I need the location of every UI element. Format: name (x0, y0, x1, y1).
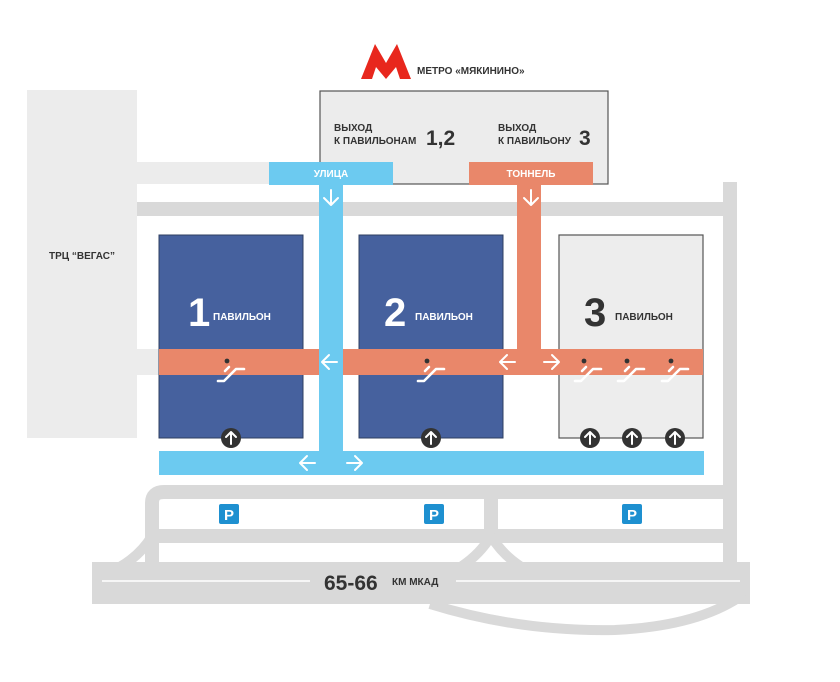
exit-3-number: 3 (579, 127, 591, 150)
direction-arrow-icon (523, 189, 539, 206)
pavilion-1-building (158, 234, 304, 439)
metro-m-logo-icon (361, 44, 411, 79)
direction-arrow-icon (321, 354, 338, 370)
street-label-box (269, 162, 393, 185)
direction-arrows (299, 189, 560, 471)
parking-icon: P (219, 504, 239, 524)
pavilion-2-number: 2 (384, 291, 406, 335)
mall-area (27, 90, 137, 438)
tunnel-label: ТОННЕЛЬ (507, 169, 556, 180)
pavilion-1-label: ПАВИЛЬОН (213, 312, 271, 323)
exit-3-line2: К ПАВИЛЬОНУ (498, 136, 572, 147)
tunnel-label-box (469, 162, 593, 185)
pavilion-1: 1 ПАВИЛЬОН (158, 234, 304, 439)
metro-label: МЕТРО «МЯКИНИНО» (417, 66, 525, 77)
tunnel-horizontal (159, 349, 703, 375)
entrance-arrow-icon (421, 428, 441, 448)
street-route: УЛИЦА (159, 162, 704, 475)
direction-arrow-icon (543, 354, 560, 370)
pavilion-2: 2 ПАВИЛЬОН (358, 234, 504, 439)
street-label: УЛИЦА (314, 169, 349, 180)
highway-mkad: 65-66 КМ МКАД (92, 562, 750, 636)
mall-connector (137, 349, 159, 375)
pavilion-1-number: 1 (188, 291, 210, 335)
parking-letter: P (627, 507, 637, 524)
pavilion-3: 3 ПАВИЛЬОН (558, 234, 704, 439)
street-horizontal (159, 451, 704, 475)
direction-arrow-icon (299, 455, 316, 471)
tunnel-vertical (517, 185, 541, 350)
highway-suffix: КМ МКАД (392, 577, 438, 588)
escalator-icon (216, 358, 246, 383)
parking-road-upper (145, 485, 736, 562)
entrance-arrow-icon (665, 428, 685, 448)
parking-roads (115, 485, 736, 573)
entrance-arrow-icon (221, 428, 241, 448)
parking-letter: P (429, 507, 439, 524)
exit-12-line2: К ПАВИЛЬОНАМ (334, 136, 416, 147)
highway-loop (428, 589, 747, 636)
pavilion-2-building (358, 234, 504, 439)
direction-arrow-icon (323, 189, 339, 206)
exit-12-number: 1,2 (426, 127, 455, 150)
pavilion-3-building (558, 234, 704, 439)
pavilion-2-label: ПАВИЛЬОН (415, 312, 473, 323)
escalator-icon (416, 358, 446, 383)
parking-letter: P (224, 507, 234, 524)
entrance-arrow-icon (580, 428, 600, 448)
entrances (221, 428, 685, 448)
escalators (216, 358, 690, 383)
pavilion-3-label: ПАВИЛЬОН (615, 312, 673, 323)
pavilion-3-number: 3 (584, 291, 606, 335)
escalator-icon (573, 358, 603, 383)
direction-arrow-icon (346, 455, 363, 471)
mall-vegas: ТРЦ “ВЕГАС” (27, 90, 137, 438)
exit-12-line1: ВЫХОД (334, 123, 372, 134)
metro-sign: МЕТРО «МЯКИНИНО» (361, 44, 525, 79)
direction-arrow-icon (499, 354, 516, 370)
mall-label: ТРЦ “ВЕГАС” (49, 251, 115, 262)
parking-signs: P P P (219, 504, 642, 524)
tunnel-route: ТОННЕЛЬ (159, 162, 703, 375)
highway-number: 65-66 (324, 572, 378, 595)
entrance-arrow-icon (622, 428, 642, 448)
exit-3-line1: ВЫХОД (498, 123, 536, 134)
parking-icon: P (424, 504, 444, 524)
escalator-icon (660, 358, 690, 383)
parking-icon: P (622, 504, 642, 524)
escalator-icon (616, 358, 646, 383)
street-vertical (319, 185, 343, 475)
highway-body (92, 562, 750, 604)
